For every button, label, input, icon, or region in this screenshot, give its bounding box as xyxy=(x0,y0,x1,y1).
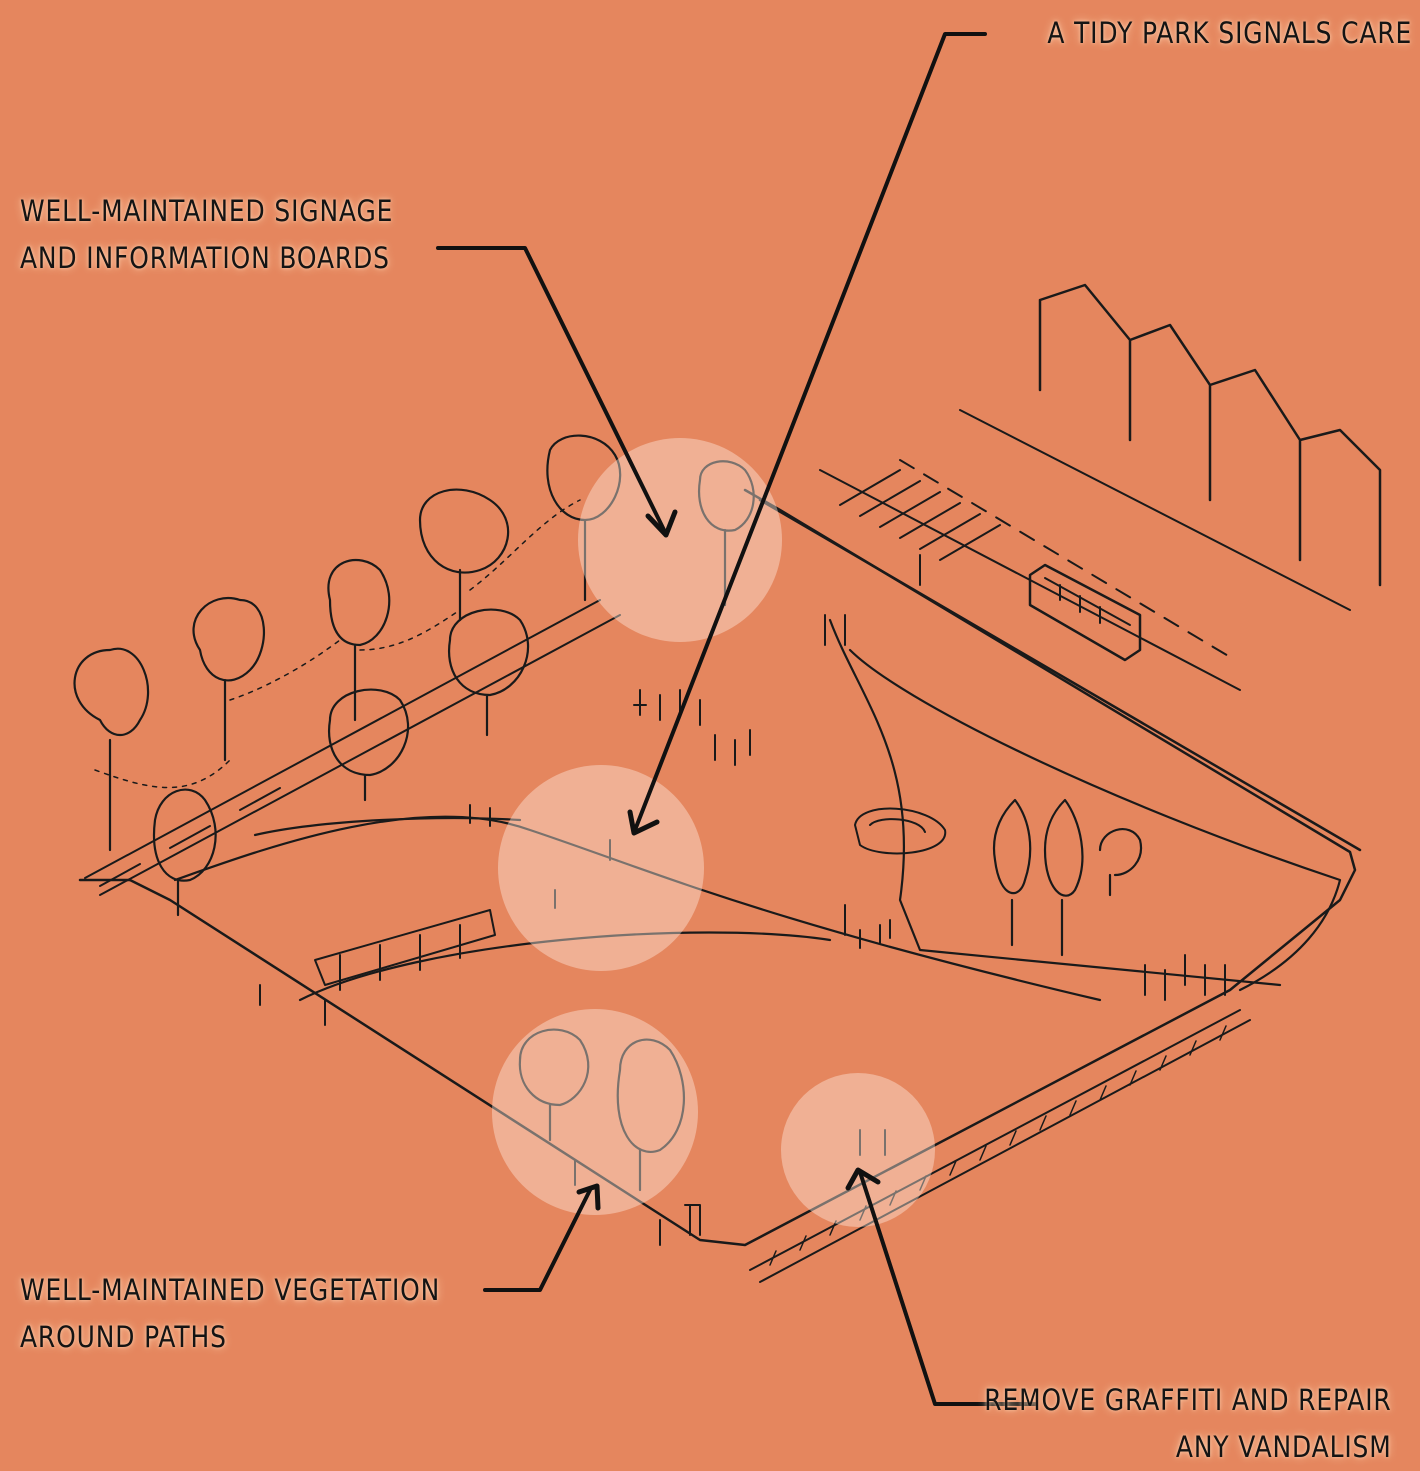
callout-graffiti-line-2: ANY VANDALISM xyxy=(985,1424,1392,1471)
callout-tidy-park-line: A TIDY PARK SIGNALS CARE xyxy=(1047,10,1412,57)
callout-vegetation-line-2: AROUND PATHS xyxy=(20,1314,440,1361)
callout-vegetation-line-1: WELL-MAINTAINED VEGETATION xyxy=(20,1267,440,1314)
leader-tidy-park xyxy=(635,34,985,830)
callout-signage-line-1: WELL-MAINTAINED SIGNAGE xyxy=(20,188,393,235)
leader-signage xyxy=(438,248,664,530)
callout-signage-line-2: AND INFORMATION BOARDS xyxy=(20,235,393,282)
callout-tidy-park: A TIDY PARK SIGNALS CARE xyxy=(1047,10,1412,57)
callout-graffiti: REMOVE GRAFFITI AND REPAIR ANY VANDALISM xyxy=(985,1377,1392,1471)
callout-signage: WELL-MAINTAINED SIGNAGE AND INFORMATION … xyxy=(20,188,393,282)
callout-vegetation: WELL-MAINTAINED VEGETATION AROUND PATHS xyxy=(20,1267,440,1361)
arrowhead-tidy-park xyxy=(630,812,657,833)
leader-vegetation xyxy=(485,1190,590,1290)
leader-graffiti xyxy=(860,1172,1035,1404)
callout-graffiti-line-1: REMOVE GRAFFITI AND REPAIR xyxy=(985,1377,1392,1424)
